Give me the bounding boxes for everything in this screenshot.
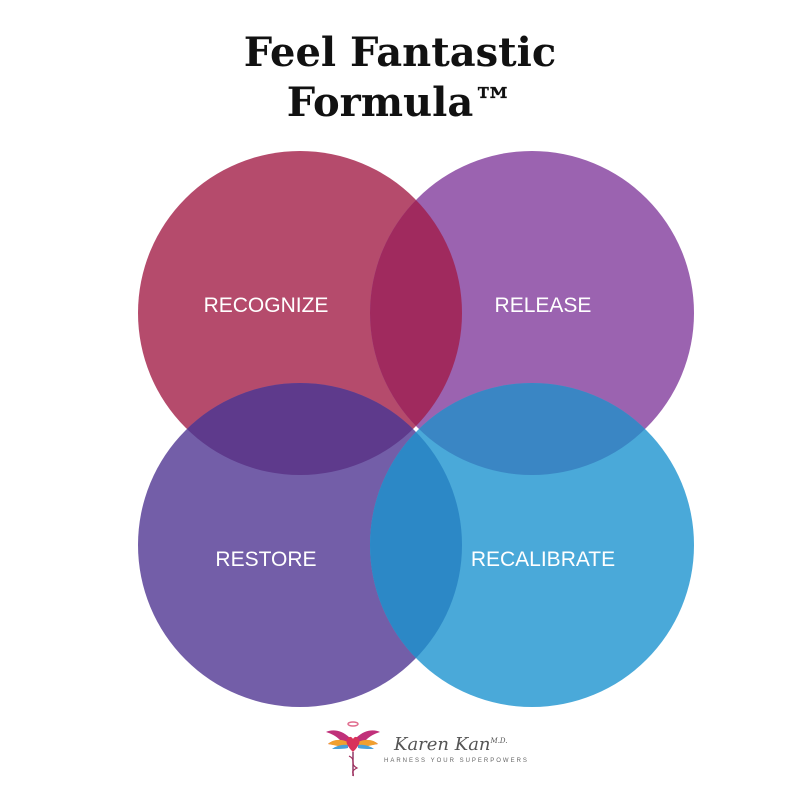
brand-logo: Karen KanM.D. HARNESS YOUR SUPERPOWERS	[322, 718, 527, 778]
winged-heart-caduceus-icon	[326, 721, 380, 777]
title-line-1: Feel Fantastic	[243, 29, 557, 76]
circle-recognize	[138, 151, 462, 475]
title-line-2: Formula™	[286, 79, 514, 126]
label-recognize: RECOGNIZE	[204, 294, 329, 317]
label-restore: RESTORE	[215, 548, 316, 571]
logo-tagline: HARNESS YOUR SUPERPOWERS	[384, 758, 529, 764]
circle-restore	[138, 383, 462, 707]
label-release: RELEASE	[495, 294, 592, 317]
logo-name: Karen KanM.D.	[394, 734, 508, 755]
page-title: Feel Fantastic Formula™	[0, 28, 800, 128]
circle-release	[370, 151, 694, 475]
label-recalibrate: RECALIBRATE	[471, 548, 615, 571]
circle-recalibrate	[370, 383, 694, 707]
